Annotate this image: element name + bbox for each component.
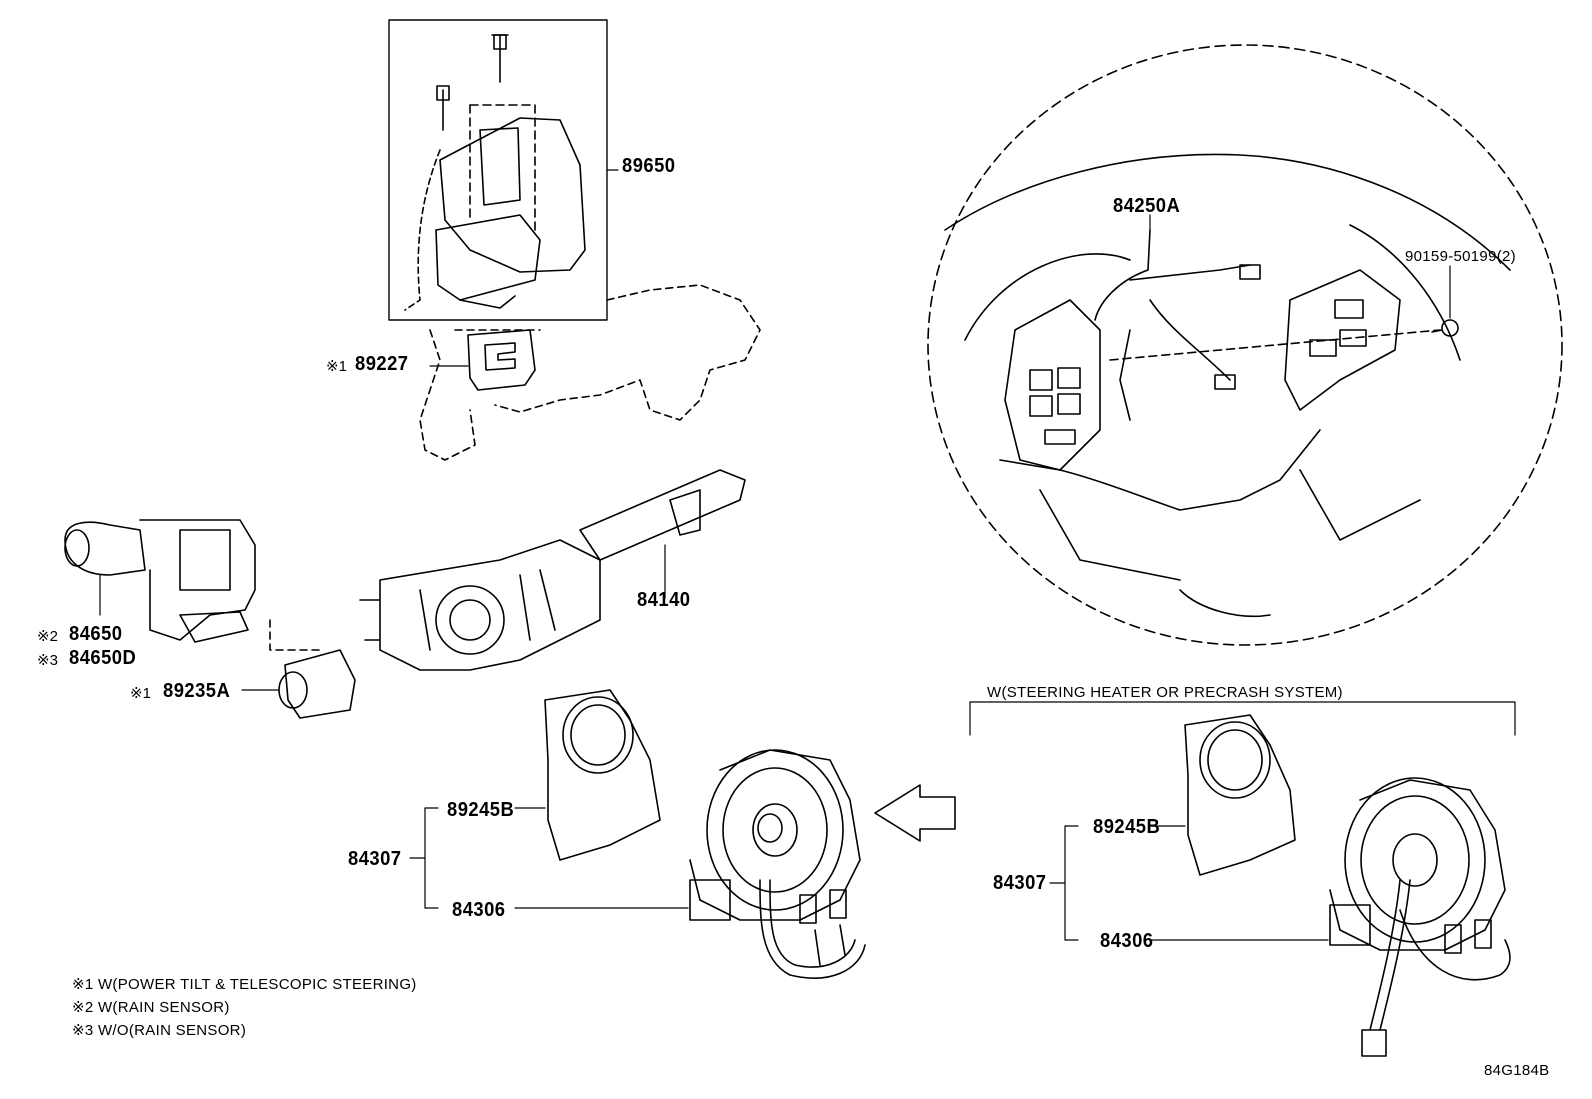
steering-column-lock-drawing <box>388 19 608 321</box>
note-mark-89227: ※1 <box>326 358 347 375</box>
part-label-84306-left: 84306 <box>452 899 506 921</box>
note-mark-84650: ※2 <box>37 628 58 645</box>
arrow-icon <box>874 784 956 842</box>
part-label-89227: 89227 <box>355 353 409 375</box>
right-spiral-cable-drawing <box>1149 777 1511 1057</box>
part-label-84650: 84650 <box>69 623 123 645</box>
steering-wheel-drawing <box>927 44 1563 646</box>
left-84307-bracket <box>409 807 439 909</box>
part-label-84307-left: 84307 <box>348 848 402 870</box>
footnote-2: ※2 W(RAIN SENSOR) <box>72 999 230 1016</box>
left-sensor-89245B-drawing <box>514 689 661 861</box>
footnote-1: ※1 W(POWER TILT & TELESCOPIC STEERING) <box>72 976 417 993</box>
light-switch-drawing <box>64 519 321 651</box>
bracket-89227-drawing <box>429 329 536 391</box>
part-label-84250A: 84250A <box>1113 195 1181 217</box>
part-label-84306-right: 84306 <box>1100 930 1154 952</box>
part-label-89235A: 89235A <box>163 680 231 702</box>
note-mark-89235A: ※1 <box>130 685 151 702</box>
part-label-84307-right: 84307 <box>993 872 1047 894</box>
footnote-3: ※3 W/O(RAIN SENSOR) <box>72 1022 247 1039</box>
right-sensor-89245B-drawing <box>1149 714 1296 876</box>
part-label-84140: 84140 <box>637 589 691 611</box>
wiper-switch-drawing <box>359 469 746 671</box>
part-label-89650: 89650 <box>622 155 676 177</box>
part-label-90159-50199: 90159-50199(2) <box>1405 248 1516 265</box>
switch-89235A-drawing <box>241 649 356 719</box>
figure-code: 84G184B <box>1484 1062 1550 1079</box>
variant-label: W(STEERING HEATER OR PRECRASH SYSTEM) <box>987 684 1343 701</box>
part-label-84650D: 84650D <box>69 647 137 669</box>
left-spiral-cable-drawing <box>514 749 866 979</box>
variant-group-bracket <box>969 701 1516 736</box>
part-label-89245B-right: 89245B <box>1093 816 1161 838</box>
column-outline <box>419 284 761 461</box>
right-84307-bracket <box>1049 825 1079 941</box>
part-label-89245B-left: 89245B <box>447 799 515 821</box>
note-mark-84650D: ※3 <box>37 652 58 669</box>
